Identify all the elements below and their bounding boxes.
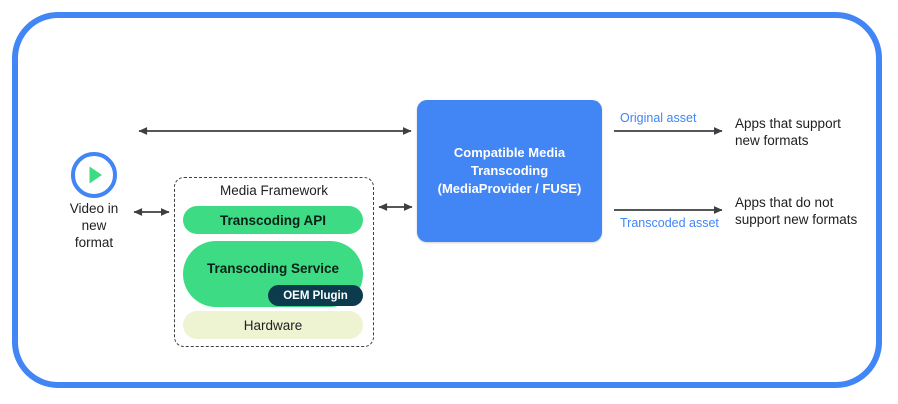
apps-not-supporting-label: Apps that do not support new formats (735, 195, 858, 227)
media-framework-title: Media Framework (219, 183, 329, 198)
transcoding-api-label: Transcoding API (219, 212, 327, 228)
transcoding-api-box[interactable]: Transcoding API (183, 206, 363, 234)
video-source-label: Video in new format (69, 201, 119, 250)
transcoded-asset-label: Transcoded asset (620, 216, 719, 230)
original-asset-label: Original asset (620, 111, 697, 125)
hardware-box[interactable]: Hardware (183, 311, 363, 339)
apps-supporting-label: Apps that support new formats (735, 116, 841, 148)
compatible-media-transcoding-box[interactable]: Compatible Media Transcoding (MediaProvi… (417, 100, 602, 242)
oem-plugin-label: OEM Plugin (283, 289, 348, 302)
transcoding-service-label: Transcoding Service (206, 261, 340, 276)
play-circle-icon (71, 152, 117, 198)
oem-plugin-badge[interactable]: OEM Plugin (268, 285, 363, 306)
hardware-label: Hardware (243, 317, 303, 333)
compatible-media-transcoding-label: Compatible Media Transcoding (MediaProvi… (437, 145, 582, 196)
